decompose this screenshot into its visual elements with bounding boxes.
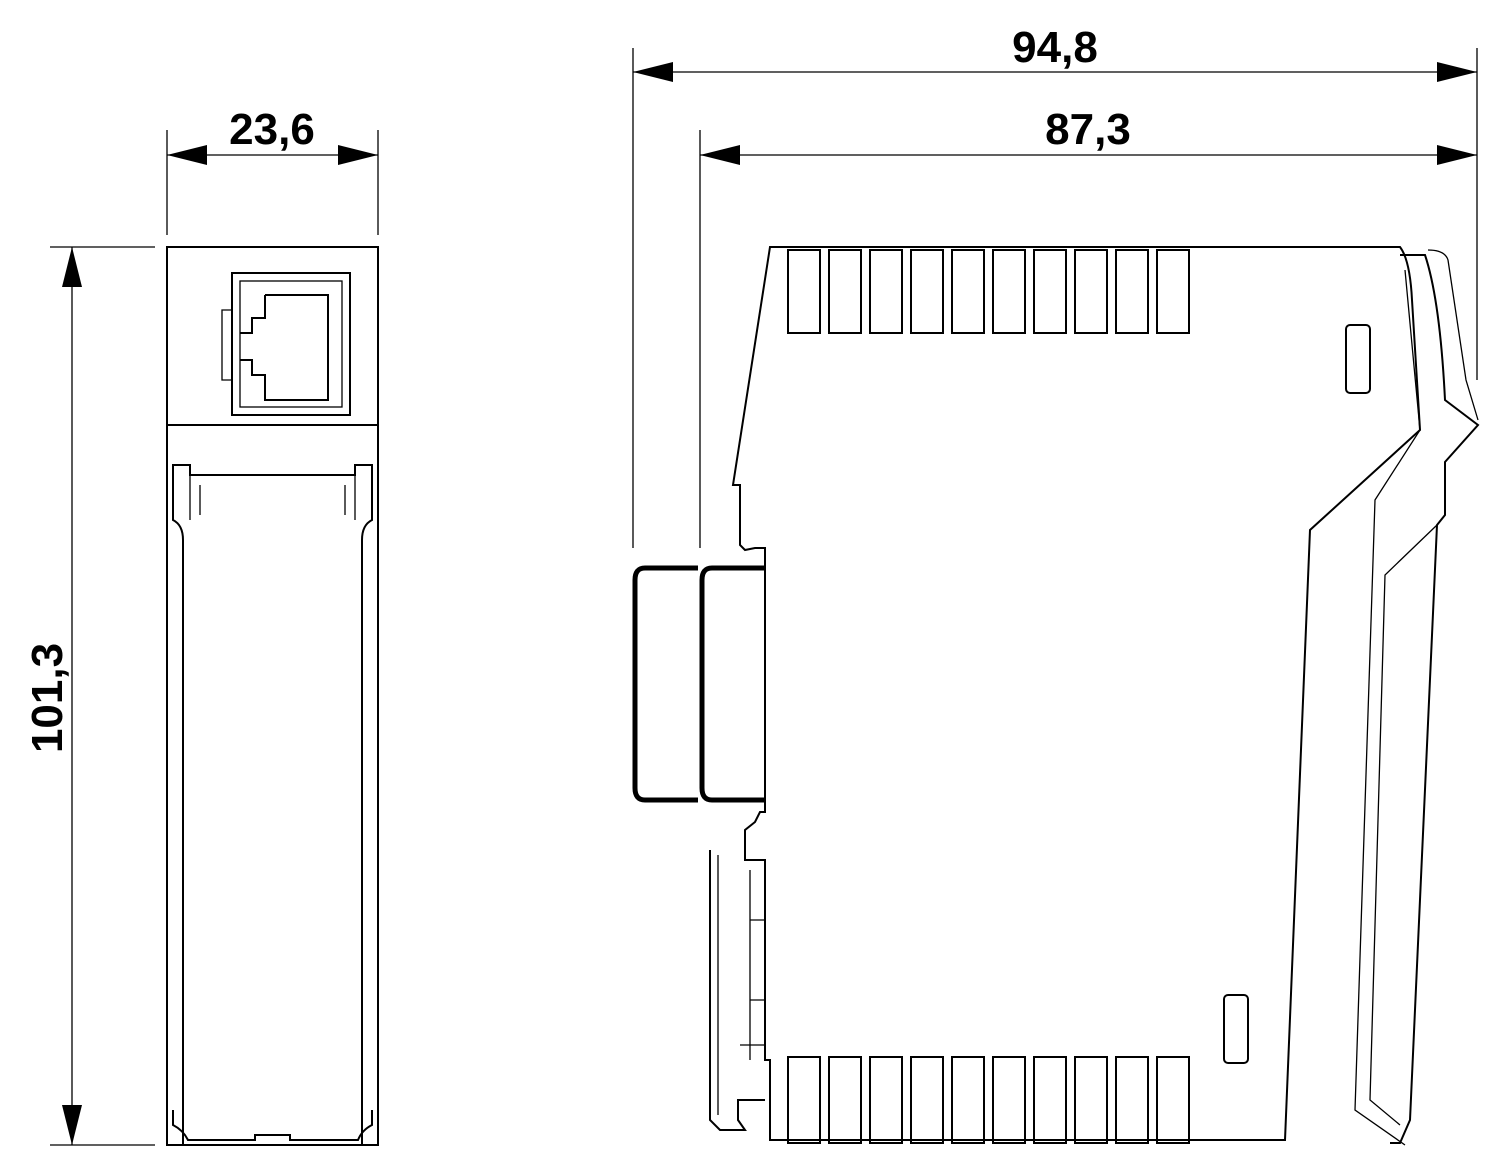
label-slot-top — [1345, 324, 1371, 394]
dimension-width: 23,6 — [166, 105, 379, 235]
rj45-port-icon — [221, 272, 351, 416]
cooling-fins-top — [787, 249, 1190, 334]
dimension-housing-depth: 87,3 — [699, 105, 1477, 548]
cooling-fins-bottom — [787, 1056, 1190, 1144]
front-view — [166, 246, 379, 1146]
side-view-housing — [731, 246, 1422, 1141]
label-slot-bottom — [1223, 994, 1249, 1064]
front-view-foot — [172, 1110, 373, 1141]
dimension-height: 101,3 — [23, 246, 155, 1146]
front-view-latch-frame — [172, 464, 373, 1145]
side-view — [632, 246, 1480, 1146]
dimension-label-width: 23,6 — [229, 105, 315, 154]
side-view-front-cover — [1390, 254, 1480, 1144]
dimension-overall-depth: 94,8 — [632, 23, 1478, 548]
dimension-label-overall-depth: 94,8 — [1012, 23, 1098, 72]
din-rail — [632, 565, 765, 803]
din-rail-latch — [709, 850, 765, 1131]
dimension-label-height: 101,3 — [23, 643, 72, 753]
dimension-label-housing-depth: 87,3 — [1045, 105, 1131, 154]
front-view-outline — [166, 246, 379, 1146]
